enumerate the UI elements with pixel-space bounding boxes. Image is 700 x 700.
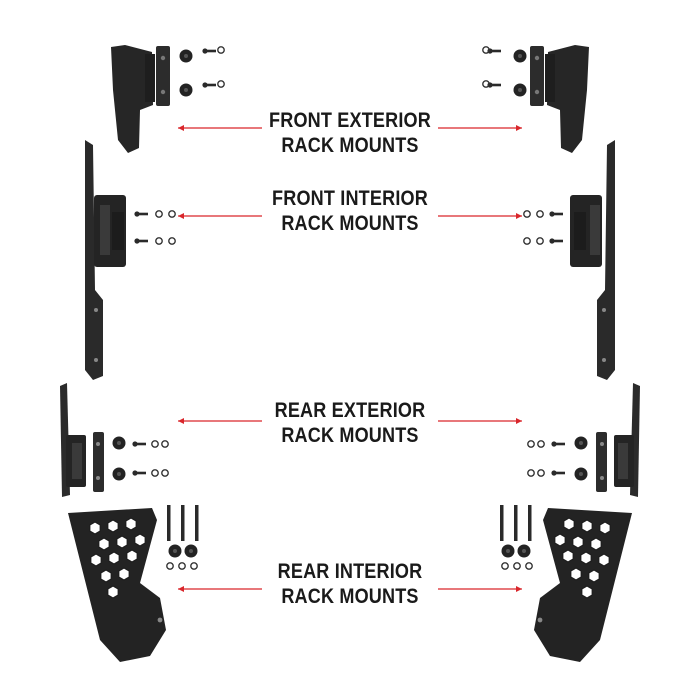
rear-interior-bracket-right xyxy=(534,508,632,662)
rear-exterior-hardware-left xyxy=(112,436,169,481)
rear-exterior-bracket-left xyxy=(60,383,104,497)
label-front-interior: FRONT INTERIOR RACK MOUNTS xyxy=(247,186,453,236)
label-rear-interior: REAR INTERIOR RACK MOUNTS xyxy=(247,559,453,609)
label-front-exterior: FRONT EXTERIOR RACK MOUNTS xyxy=(247,108,453,158)
front-exterior-bracket-left xyxy=(111,45,170,153)
front-interior-bracket-left xyxy=(85,140,126,380)
label-rear-exterior-line2: RACK MOUNTS xyxy=(281,424,419,447)
label-rear-exterior: REAR EXTERIOR RACK MOUNTS xyxy=(247,398,453,448)
rear-interior-hardware-right xyxy=(500,505,533,570)
pointer-arrows xyxy=(178,125,522,592)
label-rear-exterior-line1: REAR EXTERIOR xyxy=(274,399,426,422)
front-exterior-bracket-right xyxy=(530,45,589,153)
front-interior-bracket-right xyxy=(570,140,615,380)
label-front-exterior-line2: RACK MOUNTS xyxy=(281,134,419,157)
front-interior-hardware-left xyxy=(134,210,176,245)
rear-exterior-hardware-right xyxy=(527,436,588,481)
label-rear-interior-line2: RACK MOUNTS xyxy=(281,585,419,608)
label-rear-interior-line1: REAR INTERIOR xyxy=(277,560,423,583)
front-interior-hardware-right xyxy=(523,210,563,245)
rear-interior-hardware-left xyxy=(166,505,199,570)
rear-exterior-bracket-right xyxy=(596,383,640,497)
front-exterior-hardware-left xyxy=(179,46,225,97)
label-front-interior-line2: RACK MOUNTS xyxy=(281,212,419,235)
label-front-interior-line1: FRONT INTERIOR xyxy=(272,187,428,210)
rear-interior-bracket-left xyxy=(68,508,166,662)
front-exterior-hardware-right xyxy=(482,46,527,97)
label-front-exterior-line1: FRONT EXTERIOR xyxy=(269,109,431,132)
